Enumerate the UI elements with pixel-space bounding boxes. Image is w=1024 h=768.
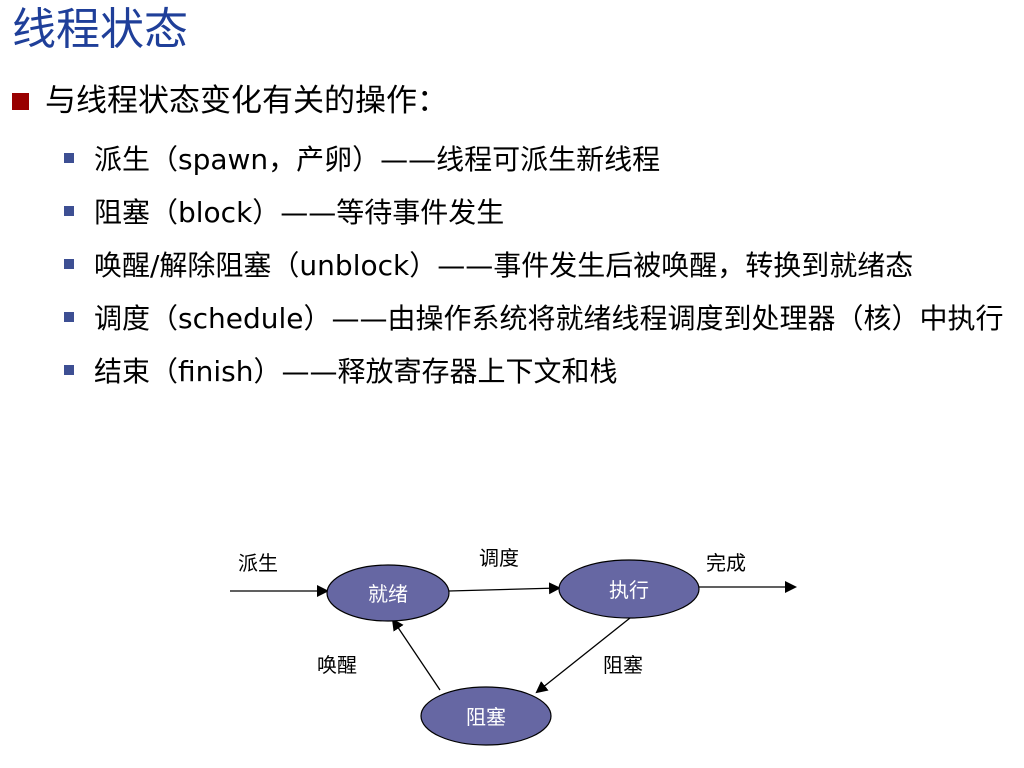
spawn-transition-label: 派生 [238,551,278,575]
square-bullet-icon [12,93,29,110]
block-transition-label: 阻塞 [603,653,643,677]
square-bullet-icon [64,153,74,163]
blocked-state-label: 阻塞 [466,705,506,729]
operation-text: 结束（finish）——释放寄存器上下文和栈 [94,355,618,388]
square-bullet-icon [64,365,74,375]
square-bullet-icon [64,312,74,322]
state-node-running [558,559,700,619]
operation-item-spawn: 派生（spawn，产卵）——线程可派生新线程 [64,138,1014,181]
thread-state-diagram: 就绪 执行 阻塞 派生 调度 完成 唤醒 阻塞 [230,546,797,746]
slide-title: 线程状态 [12,4,188,55]
schedule-arrow [448,582,561,595]
intro-text: 与线程状态变化有关的操作： [45,83,448,119]
state-node-blocked [420,686,552,746]
square-bullet-icon [64,259,74,269]
operations-list: 派生（spawn，产卵）——线程可派生新线程 阻塞（block）——等待事件发生… [64,138,1014,403]
operation-text: 派生（spawn，产卵）——线程可派生新线程 [94,143,661,176]
operation-item-schedule: 调度（schedule）——由操作系统将就绪线程调度到处理器（核）中执行 [64,297,1014,340]
intro-bullet: 与线程状态变化有关的操作： [12,78,1002,124]
block-arrow [535,617,631,694]
finish-transition-label: 完成 [706,551,746,575]
operation-item-unblock: 唤醒/解除阻塞（unblock）——事件发生后被唤醒，转换到就绪态 [64,244,1014,287]
ready-state-label: 就绪 [368,582,408,606]
state-node-ready [326,564,450,622]
wakeup-transition-label: 唤醒 [317,653,357,677]
running-state-label: 执行 [609,578,649,602]
square-bullet-icon [64,206,74,216]
operation-item-block: 阻塞（block）——等待事件发生 [64,191,1014,234]
schedule-transition-label: 调度 [479,546,519,570]
operation-text: 阻塞（block）——等待事件发生 [94,196,505,229]
operation-text: 调度（schedule）——由操作系统将就绪线程调度到处理器（核）中执行 [94,302,1004,335]
operation-item-finish: 结束（finish）——释放寄存器上下文和栈 [64,350,1014,393]
operation-text: 唤醒/解除阻塞（unblock）——事件发生后被唤醒，转换到就绪态 [94,249,914,282]
wakeup-arrow [391,618,441,691]
